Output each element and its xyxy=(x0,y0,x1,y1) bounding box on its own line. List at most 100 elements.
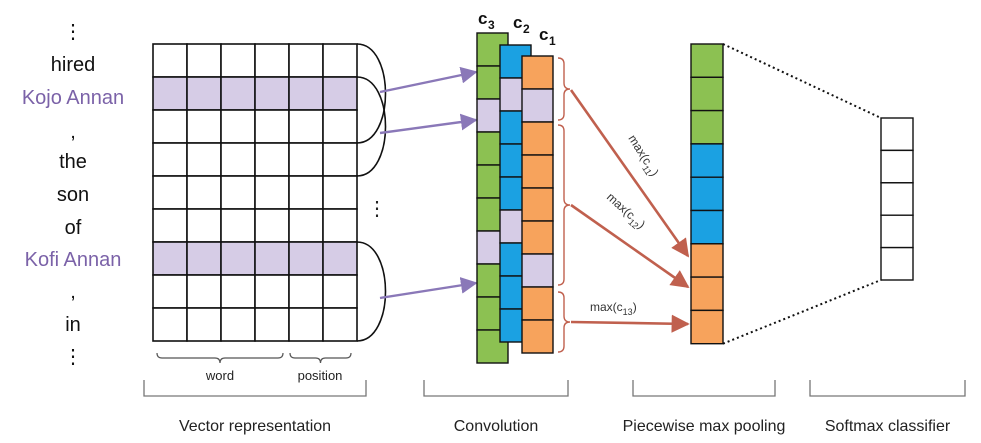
stage-bracket xyxy=(143,380,367,397)
embedding-cell xyxy=(288,274,324,309)
stage-bracket xyxy=(423,380,569,397)
window-arc xyxy=(356,76,387,177)
embedding-cell xyxy=(288,208,324,243)
embedding-cell xyxy=(322,109,358,144)
conv-cell xyxy=(521,286,554,321)
embedding-cell xyxy=(322,175,358,210)
softmax-cell xyxy=(880,117,914,152)
stage-label: Convolution xyxy=(454,418,539,435)
embedding-cell xyxy=(186,274,222,309)
pool-cell xyxy=(690,243,724,278)
embedding-cell xyxy=(152,274,188,309)
embedding-cell xyxy=(220,241,256,276)
input-arrow xyxy=(379,277,478,300)
embedding-matrix xyxy=(152,43,358,342)
word-feature-label: word xyxy=(205,368,234,383)
embedding-cell xyxy=(186,109,222,144)
convolution-input-arrows xyxy=(379,66,478,300)
embedding-cell xyxy=(288,175,324,210)
filter-label: c xyxy=(478,9,487,28)
embedding-cell xyxy=(186,175,222,210)
word-token: Kojo Annan xyxy=(22,87,124,109)
pool-cell xyxy=(690,43,724,78)
conv-cell xyxy=(521,253,554,288)
stage-label: Softmax classifier xyxy=(825,418,951,435)
word-token: hired xyxy=(51,54,95,76)
embedding-cell xyxy=(288,307,324,342)
embedding-cell xyxy=(254,274,290,309)
word-token: Kofi Annan xyxy=(25,249,122,271)
window-arc xyxy=(356,43,387,144)
embedding-cell xyxy=(152,175,188,210)
embedding-cell xyxy=(152,208,188,243)
embedding-cell xyxy=(186,241,222,276)
segment-brace xyxy=(557,57,571,121)
filter-label-subscript: 2 xyxy=(523,22,530,36)
stage-bracket xyxy=(809,380,966,397)
softmax-cell xyxy=(880,246,914,281)
embedding-cell xyxy=(254,142,290,177)
embedding-cell xyxy=(220,175,256,210)
position-feature-label: position xyxy=(298,368,343,383)
embedding-cell xyxy=(220,142,256,177)
conv-cell xyxy=(521,187,554,222)
embedding-cell xyxy=(152,43,188,78)
pool-cell xyxy=(690,309,724,345)
embedding-cell xyxy=(254,307,290,342)
pool-cell xyxy=(690,176,724,212)
embedding-cell xyxy=(220,43,256,78)
pool-arrow xyxy=(570,314,690,333)
dotted-connector xyxy=(722,43,882,119)
embedding-cell xyxy=(288,241,324,276)
pool-cell xyxy=(690,276,724,312)
segment-brace xyxy=(557,291,571,353)
conv-cell xyxy=(521,88,554,123)
embedding-cell xyxy=(254,241,290,276)
word-token: , xyxy=(70,121,76,143)
pool-arrow xyxy=(570,203,690,289)
max-label-text: max(c13) xyxy=(590,300,637,317)
segment-brace xyxy=(557,124,571,286)
stage-label: Vector representation xyxy=(179,418,331,435)
brace xyxy=(156,352,284,364)
window-arcs xyxy=(356,43,387,342)
conv-cell xyxy=(521,220,554,255)
embedding-cell xyxy=(254,175,290,210)
max-label: max(c12) xyxy=(604,190,648,232)
filter-label: c xyxy=(513,13,522,32)
embedding-cell xyxy=(288,76,324,111)
dotted-connector xyxy=(722,279,882,345)
embedding-cell xyxy=(322,241,358,276)
word-token: , xyxy=(70,281,76,303)
embedding-cell xyxy=(152,109,188,144)
softmax-cell xyxy=(880,214,914,249)
embedding-cell xyxy=(220,208,256,243)
embedding-cell xyxy=(220,76,256,111)
stage-label: Piecewise max pooling xyxy=(623,418,786,435)
word-token: the xyxy=(59,151,87,173)
stage-bracket xyxy=(632,380,776,397)
filter-label-subscript: 1 xyxy=(549,34,556,48)
embedding-cell xyxy=(152,76,188,111)
embedding-cell xyxy=(288,43,324,78)
embedding-cell xyxy=(288,142,324,177)
embedding-cell xyxy=(186,142,222,177)
word-token: son xyxy=(57,184,89,206)
embedding-cell xyxy=(322,43,358,78)
pooling-output-column xyxy=(690,43,724,345)
word-token: of xyxy=(65,217,82,239)
embedding-cell xyxy=(152,142,188,177)
embedding-continuation-dots: ⋮ xyxy=(367,198,387,220)
pool-to-softmax-connectors xyxy=(722,43,882,345)
pool-cell xyxy=(690,209,724,245)
embedding-cell xyxy=(152,307,188,342)
embedding-cell xyxy=(186,76,222,111)
brace xyxy=(289,352,352,364)
embedding-cell xyxy=(186,208,222,243)
embedding-cell xyxy=(322,307,358,342)
embedding-cell xyxy=(322,208,358,243)
embedding-cell xyxy=(322,142,358,177)
